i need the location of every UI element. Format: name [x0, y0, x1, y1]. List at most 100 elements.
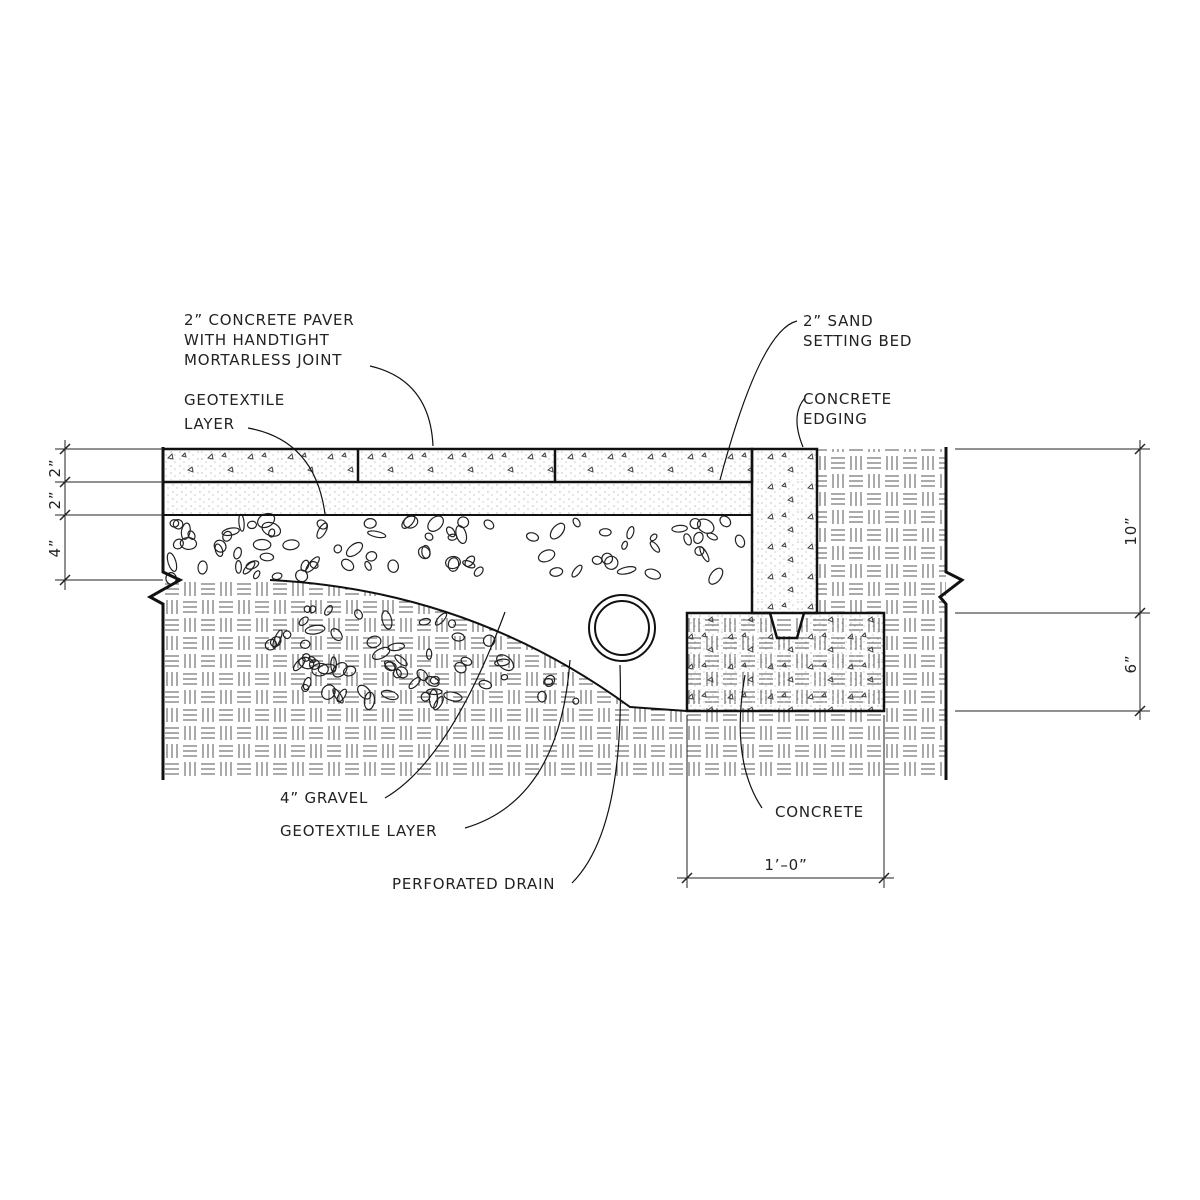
gravel-stone	[572, 697, 580, 705]
label-geotextile-bottom: GEOTEXTILE LAYER	[280, 822, 437, 840]
concrete-edging	[750, 447, 819, 615]
gravel-stone	[365, 551, 378, 562]
gravel-stone	[395, 666, 409, 679]
gravel-stone	[683, 533, 692, 546]
gravel-stone	[549, 567, 564, 577]
gravel-stone	[387, 559, 400, 573]
dim-sand: 2”	[46, 491, 64, 510]
gravel-stone	[234, 560, 243, 574]
gravel-stone	[213, 539, 227, 553]
gravel-stone	[537, 690, 547, 703]
gravel-stone	[305, 556, 320, 573]
gravel-stone	[268, 528, 276, 538]
dim-footing-width: 1’–0”	[764, 856, 807, 874]
gravel-stone	[644, 568, 662, 580]
gravel-stone	[433, 695, 444, 711]
gravel-stone	[598, 528, 612, 537]
gravel-stone	[342, 665, 357, 677]
sand-setting-bed	[162, 481, 753, 516]
gravel-stone	[252, 570, 261, 580]
label-edging: EDGING	[803, 410, 868, 428]
gravel-stone	[179, 536, 198, 551]
gravel-stone	[180, 522, 191, 540]
gravel-stone	[301, 683, 310, 693]
gravel-stone	[317, 663, 337, 675]
gravel-stone	[316, 522, 329, 539]
gravel-stone	[447, 619, 457, 629]
gravel-stone	[357, 684, 372, 700]
gravel-stone	[649, 541, 661, 553]
gravel-stone	[282, 539, 300, 551]
gravel-stone	[478, 679, 493, 690]
gravel-stone	[427, 515, 444, 532]
gravel-stone	[364, 560, 372, 571]
gravel-stone	[332, 688, 344, 704]
gravel-stone	[264, 638, 278, 651]
gravel-stone	[434, 612, 448, 626]
gravel-stone	[363, 691, 376, 711]
gravel-stone	[447, 557, 460, 572]
label-geotextile-top: GEOTEXTILE	[184, 391, 285, 409]
gravel-stone	[696, 518, 715, 534]
gravel-stone	[332, 661, 348, 678]
gravel-stone	[601, 552, 614, 565]
label-drain: PERFORATED DRAIN	[392, 875, 555, 893]
label-sand: SETTING BED	[803, 332, 912, 350]
gravel-stone	[221, 527, 240, 537]
gravel-stone	[543, 677, 554, 686]
gravel-stone	[311, 662, 329, 677]
gravel-stone	[604, 555, 619, 570]
gravel-stone	[330, 628, 343, 642]
gravel-stone	[537, 549, 556, 563]
gravel-stone	[271, 572, 283, 581]
leader-lines	[247, 320, 806, 884]
gravel-stone	[708, 567, 724, 585]
gravel-stone	[172, 538, 184, 550]
gravel-stone	[649, 533, 658, 542]
dim-edging: 10”	[1122, 516, 1140, 545]
label-gravel: 4” GRAVEL	[280, 789, 368, 807]
gravel-stone	[525, 532, 540, 542]
gravel-stone	[417, 546, 431, 560]
gravel-stone	[689, 517, 702, 530]
dim-footing: 6”	[1122, 655, 1140, 674]
gravel-stone	[719, 515, 732, 528]
gravel-stone	[300, 559, 310, 572]
gravel-stone	[496, 654, 515, 672]
gravel-stone	[454, 661, 467, 674]
gravel-stone	[734, 534, 746, 548]
gravel-stone	[464, 555, 476, 568]
gravel-stone	[166, 552, 178, 572]
gravel-stone	[699, 546, 710, 563]
gravel-stone	[693, 531, 704, 545]
gravel-stone	[304, 624, 326, 635]
concrete-pavers	[161, 447, 754, 484]
geotextile-line	[269, 579, 688, 712]
gravel-stone	[214, 543, 224, 557]
gravel-stone	[443, 691, 463, 702]
gravel-stone	[366, 635, 382, 649]
perforated-drain-pipe	[588, 594, 656, 662]
label-paver: WITH HANDTIGHT	[184, 331, 330, 349]
gravel-stone	[424, 532, 434, 541]
gravel-stone	[445, 526, 456, 538]
gravel-stone	[381, 610, 393, 630]
gravel-stone	[309, 560, 319, 569]
gravel-stone	[245, 560, 260, 570]
gravel-stone	[302, 676, 312, 691]
gravel-stone	[372, 646, 391, 660]
gravel-stone	[259, 552, 275, 562]
gravel-stone	[403, 515, 419, 529]
gravel-stone	[549, 522, 566, 540]
gravel-stone	[367, 530, 387, 539]
section-break-lines	[146, 447, 965, 780]
gravel-stone	[172, 519, 184, 530]
gravel-stone	[621, 540, 629, 550]
gravel-stone	[233, 546, 243, 560]
gravel-stone	[671, 524, 688, 533]
gravel-stone	[333, 544, 343, 554]
label-geotextile-top: LAYER	[184, 415, 235, 433]
gravel-stone	[572, 517, 581, 528]
gravel-stones	[165, 512, 746, 711]
